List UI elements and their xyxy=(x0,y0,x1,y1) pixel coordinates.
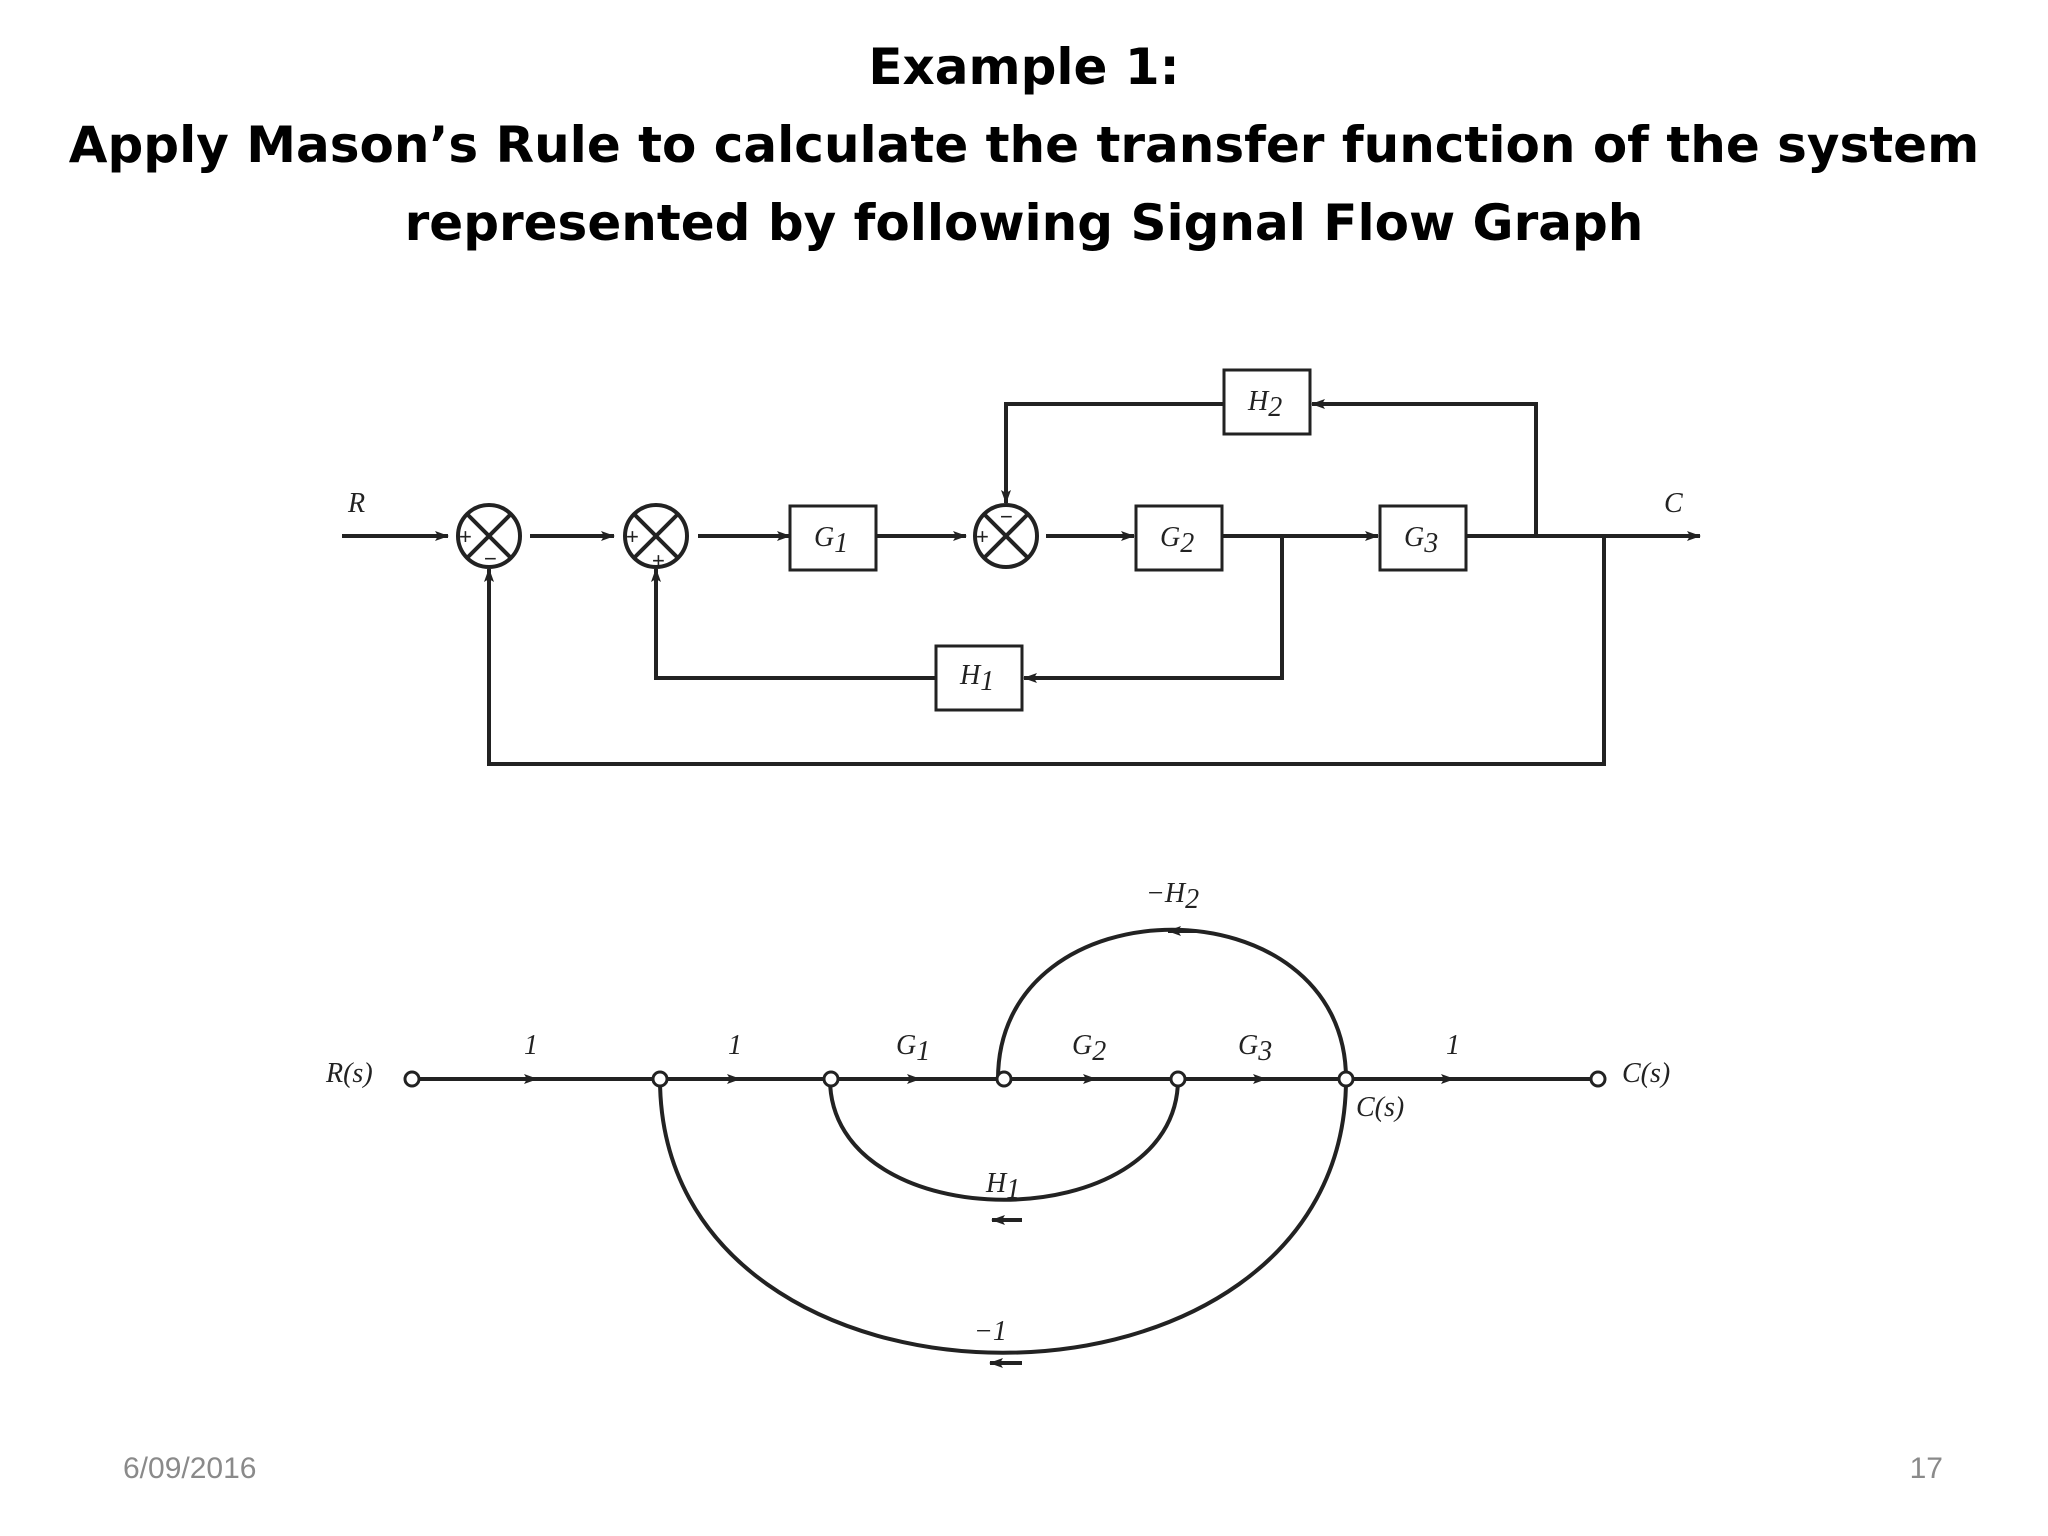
j2-sign-left: + xyxy=(626,524,639,549)
footer-date: 6/09/2016 xyxy=(123,1452,257,1485)
g3-label: G3 xyxy=(1404,522,1438,559)
gain-neg-one: −1 xyxy=(974,1316,1007,1347)
svg-text:G1: G1 xyxy=(896,1030,930,1067)
block-g2 xyxy=(1134,504,1224,572)
sfg-nodes xyxy=(403,1070,1607,1088)
h1-label: H1 xyxy=(959,660,994,697)
summing-junction-3 xyxy=(973,503,1039,569)
block-g1 xyxy=(788,504,878,572)
gain-g2: G2 xyxy=(1072,1030,1106,1067)
block-g3 xyxy=(1378,504,1468,572)
j3-sign-top: − xyxy=(1000,504,1013,529)
svg-text:−H2: −H2 xyxy=(1146,878,1199,915)
gain-b1: 1 xyxy=(524,1030,538,1061)
footer-page-number: 17 xyxy=(1909,1452,1943,1485)
title-line-2: Apply Mason’s Rule to calculate the tran… xyxy=(68,116,1980,174)
j1-sign-left: + xyxy=(459,524,472,549)
gain-b2: 1 xyxy=(728,1030,742,1061)
sfg-output-label: C(s) xyxy=(1622,1058,1670,1089)
svg-text:G3: G3 xyxy=(1404,522,1438,559)
gain-g1: G1 xyxy=(896,1030,930,1067)
svg-text:H1: H1 xyxy=(959,660,994,697)
gain-neg-h2: −H2 xyxy=(1146,878,1199,915)
g2-label: G2 xyxy=(1160,522,1194,559)
h1-feedback-in xyxy=(1023,536,1284,683)
node-output xyxy=(1589,1070,1607,1088)
gain-g3: G3 xyxy=(1238,1030,1272,1067)
h2-feedback-in xyxy=(1311,399,1538,536)
h2-feedback-out xyxy=(1001,402,1224,504)
block-input-label: R xyxy=(347,488,365,519)
loop-h1 xyxy=(828,1078,1180,1202)
block-h1 xyxy=(934,644,1024,712)
node-6 xyxy=(1337,1070,1355,1088)
unity-feedback xyxy=(484,536,1606,766)
node-input xyxy=(403,1070,421,1088)
svg-text:G1: G1 xyxy=(814,522,848,559)
slide-title: Example 1: Apply Mason’s Rule to calcula… xyxy=(0,28,2048,262)
svg-text:G2: G2 xyxy=(1160,522,1194,559)
svg-text:G2: G2 xyxy=(1072,1030,1106,1067)
block-output-label: C xyxy=(1664,488,1683,519)
j2-sign-bottom: + xyxy=(652,548,665,573)
node-4 xyxy=(995,1070,1013,1088)
title-line-1: Example 1: xyxy=(868,38,1180,96)
gain-h1: H1 xyxy=(985,1168,1020,1205)
j1-sign-bottom: − xyxy=(484,546,497,571)
j3-sign-left: + xyxy=(976,524,989,549)
summing-junction-2 xyxy=(623,503,689,569)
svg-text:H2: H2 xyxy=(1247,386,1282,423)
node-2 xyxy=(651,1070,669,1088)
sfg-input-label: R(s) xyxy=(325,1058,373,1089)
block-diagram xyxy=(342,368,1701,766)
loop-neg-h2 xyxy=(996,927,1348,1080)
h1-feedback-out xyxy=(651,568,936,680)
h2-label: H2 xyxy=(1247,386,1282,423)
sfg-inner-node-label: C(s) xyxy=(1356,1092,1404,1123)
summing-junction-1 xyxy=(456,503,522,569)
gain-out: 1 xyxy=(1446,1030,1460,1061)
node-3 xyxy=(822,1070,840,1088)
g1-label: G1 xyxy=(814,522,848,559)
loop-neg-one xyxy=(658,1078,1348,1355)
title-line-3: represented by following Signal Flow Gra… xyxy=(404,194,1644,252)
node-5 xyxy=(1169,1070,1187,1088)
signal-flow-graph xyxy=(418,926,1592,1368)
svg-text:H1: H1 xyxy=(985,1168,1020,1205)
svg-text:G3: G3 xyxy=(1238,1030,1272,1067)
